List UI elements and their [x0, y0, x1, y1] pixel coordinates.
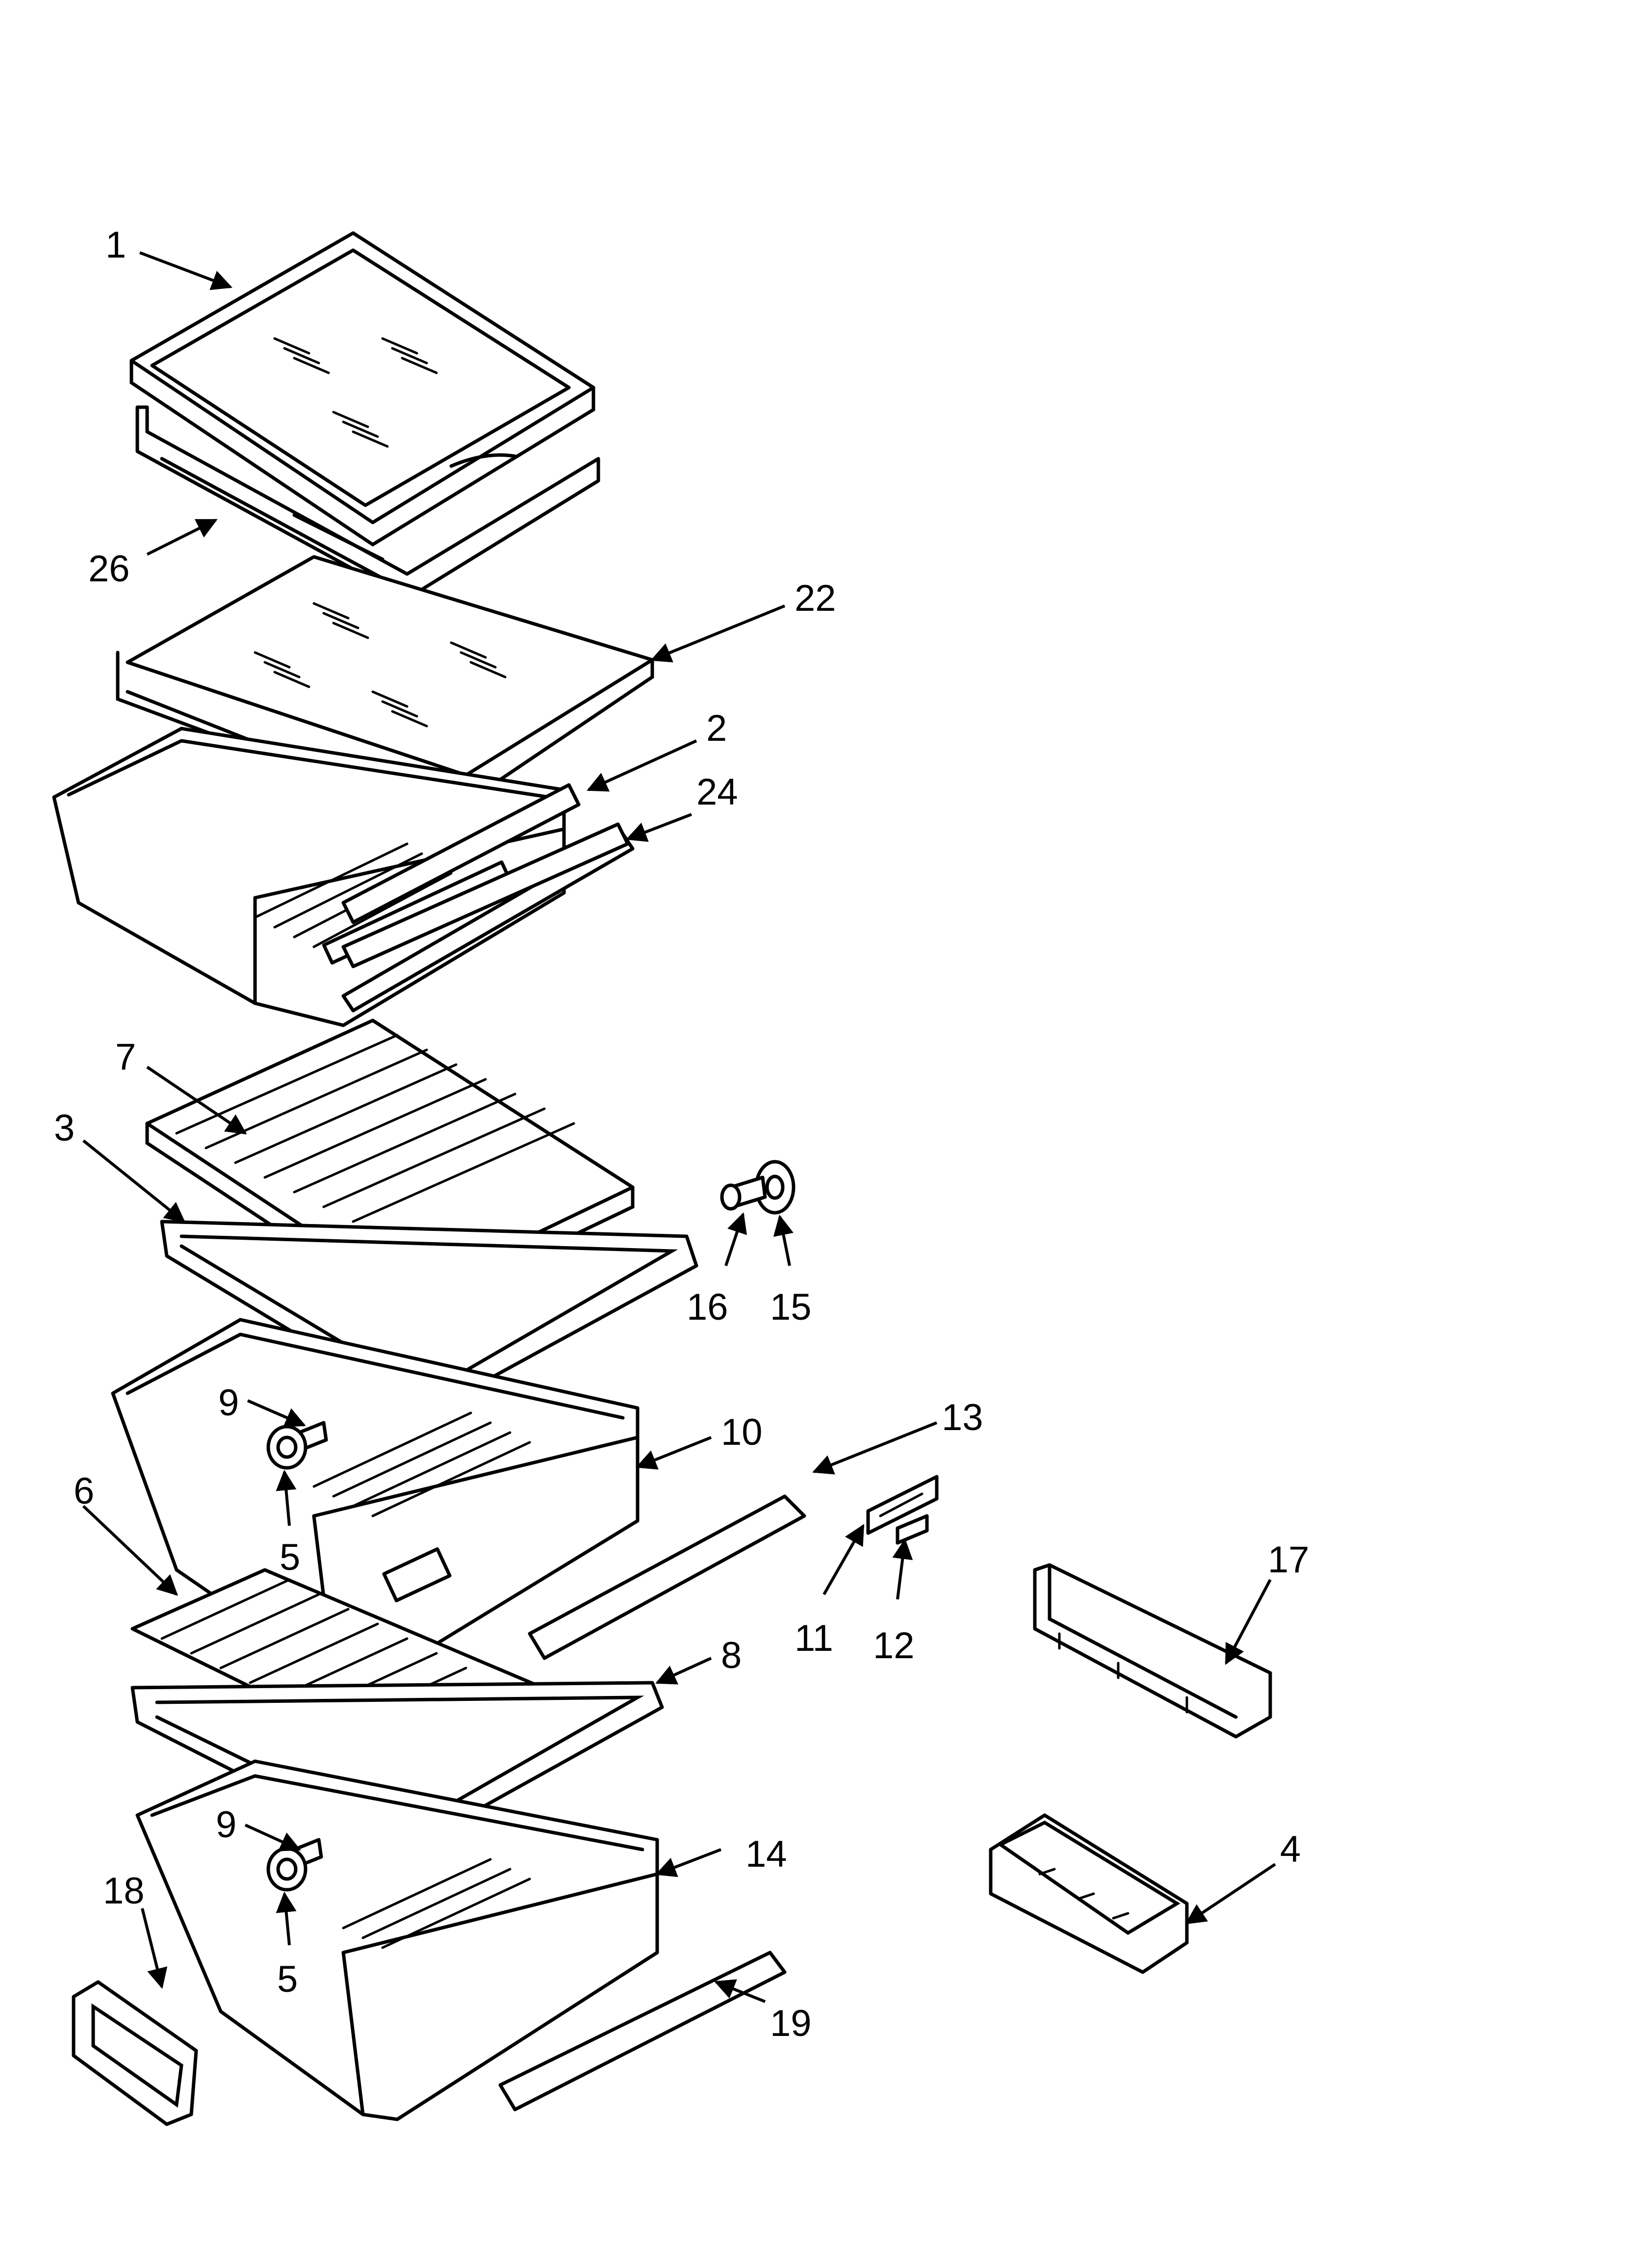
callout-label: 1 — [105, 224, 126, 266]
part-4-door-bin — [989, 1813, 1189, 1974]
callout-label: 4 — [1280, 1828, 1301, 1870]
callout-label: 6 — [74, 1470, 94, 1512]
callout-label: 18 — [103, 1870, 145, 1912]
callout-label: 22 — [795, 577, 836, 619]
callout-label: 5 — [280, 1537, 300, 1578]
part-12-slider-knob — [896, 1514, 929, 1545]
callout-label: 7 — [115, 1036, 136, 1078]
part-3-cover-frame — [160, 1220, 698, 1415]
callout-label: 5 — [277, 1958, 298, 2000]
callout-label: 3 — [54, 1107, 75, 1149]
callout-label: 12 — [873, 1625, 915, 1667]
part-17-door-bin — [1033, 1563, 1272, 1739]
part-14-crisper-drawer — [135, 1759, 659, 2121]
part-11-slider — [866, 1475, 939, 1535]
part-5-roller-lower — [266, 1847, 308, 1892]
part-19-trim — [498, 1951, 787, 2112]
part-24-trim — [341, 822, 630, 968]
callout-label: 19 — [770, 2003, 812, 2044]
callout-label: 9 — [216, 1804, 236, 1846]
callout-label: 11 — [795, 1617, 833, 1659]
callout-labels: 1 26 22 2 24 7 3 16 15 9 10 13 6 5 11 12… — [54, 224, 1309, 2044]
part-1-glass-shelf — [129, 231, 595, 547]
callout-label: 2 — [706, 707, 727, 749]
callout-label: 14 — [745, 1833, 787, 1875]
callout-label: 10 — [721, 1411, 763, 1453]
callout-leaders — [82, 251, 1276, 2003]
part-18-label-frame — [72, 1980, 198, 2126]
callout-label: 26 — [88, 548, 130, 590]
callout-label: 24 — [696, 771, 738, 813]
part-2-cover — [341, 783, 581, 924]
callout-label: 15 — [770, 1286, 812, 1328]
part-5-roller-upper — [266, 1425, 308, 1470]
callout-label: 13 — [942, 1397, 983, 1438]
callout-label: 16 — [687, 1286, 728, 1328]
part-16-screw — [720, 1175, 767, 1211]
callout-label: 8 — [721, 1635, 742, 1676]
part-26-shelf-frame — [135, 405, 600, 600]
part-13-trim — [528, 1494, 806, 1660]
callout-label: 17 — [1268, 1539, 1309, 1581]
callout-label: 9 — [218, 1382, 239, 1424]
